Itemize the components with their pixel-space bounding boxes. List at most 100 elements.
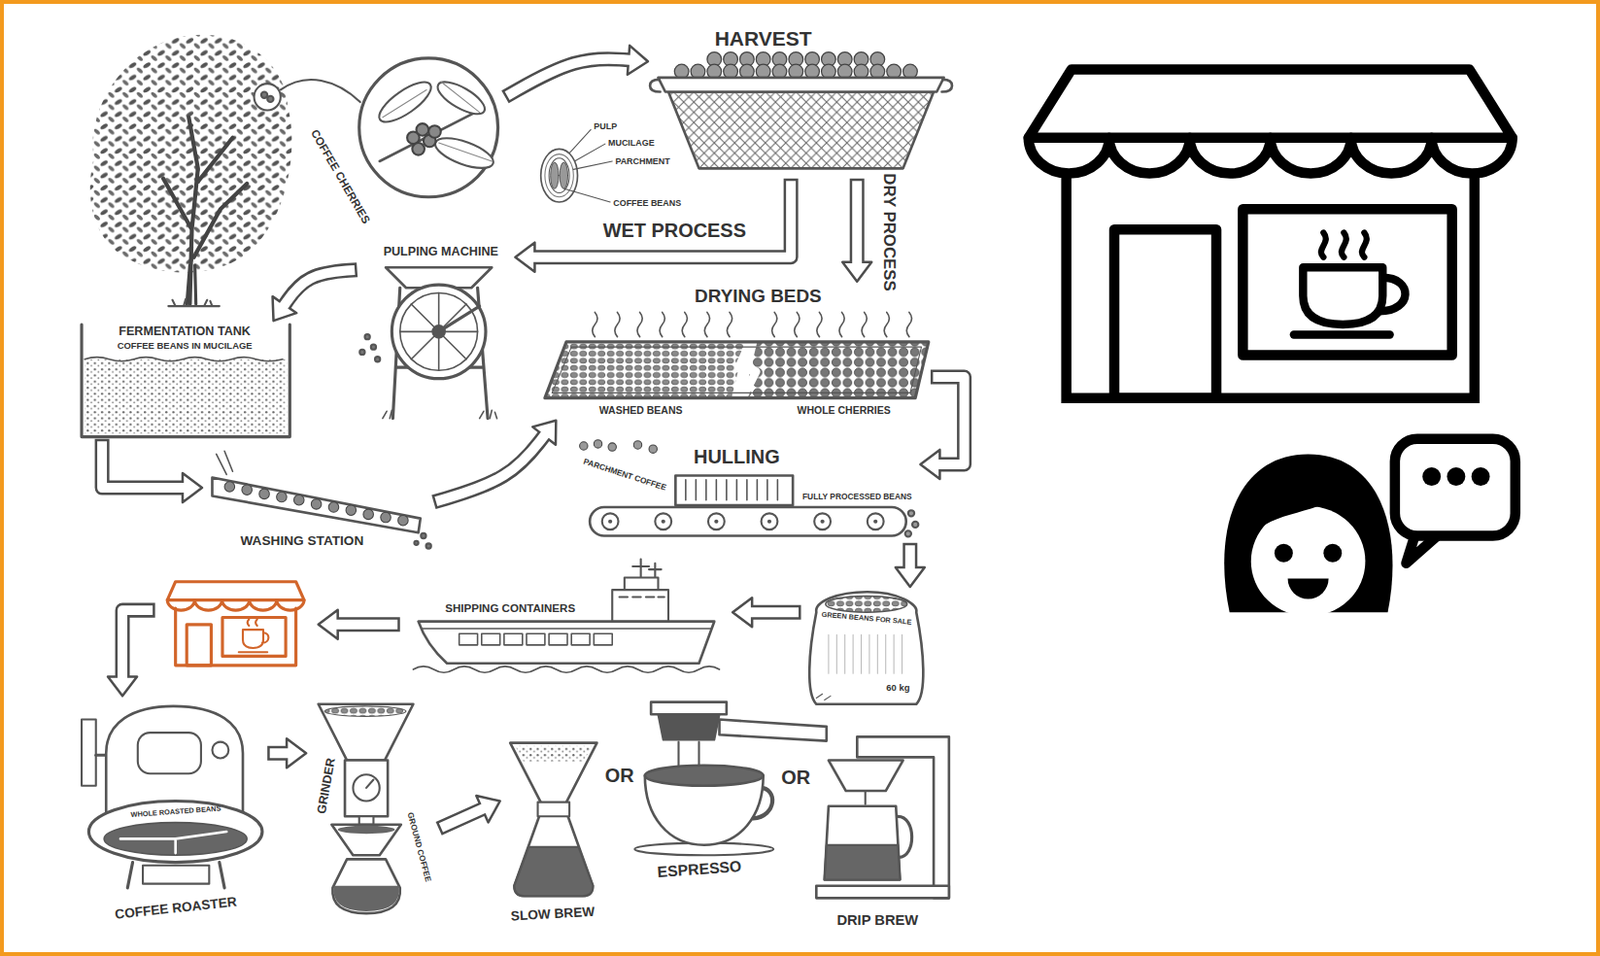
process-arrow (895, 543, 925, 587)
cherries-closeup (382, 81, 492, 162)
hulling-machine (708, 512, 725, 530)
arrow-shaft (433, 436, 545, 503)
fermentation-tank (81, 324, 290, 438)
harvest-basket (657, 77, 944, 93)
cherries-closeup (359, 58, 499, 198)
stage-label: WHOLE CHERRIES (797, 404, 891, 416)
customer-icon (1224, 453, 1393, 616)
washing-station (420, 533, 426, 539)
process-stage: HARVEST (647, 22, 954, 179)
process-arrow (433, 420, 556, 503)
cherries-closeup (411, 142, 425, 156)
slow-brew-flask (510, 743, 597, 897)
cargo-ship (412, 559, 719, 674)
arrow-shaft (270, 748, 291, 758)
arrow-shaft (530, 180, 791, 257)
drying-beds (738, 340, 756, 401)
bean-cross-section (541, 129, 613, 203)
customer-icon (1323, 544, 1342, 563)
green-bean-sack (825, 595, 908, 613)
cargo-ship (504, 633, 523, 646)
customer-icon (1274, 544, 1294, 563)
stage-label: 60 kg (885, 682, 910, 694)
slow-brew-flask (510, 743, 597, 807)
espresso-machine (634, 702, 826, 856)
drying-beds (592, 311, 913, 337)
stage-label: DRIP BREW (836, 912, 919, 929)
stage-label: GROUND COFFEE (404, 811, 432, 884)
pulping-machine (365, 334, 371, 340)
cargo-ship (612, 589, 669, 622)
fermentation-tank (84, 359, 287, 435)
drip-brew-machine (816, 736, 950, 898)
bean-cross-section (564, 129, 613, 203)
stage-label: FULLY PROCESSED BEANS (802, 492, 913, 503)
harvest-basket (674, 52, 918, 79)
coffee-shop-icon (1066, 178, 1475, 399)
hulling-machine (867, 512, 885, 530)
washing-station (413, 541, 418, 545)
hulling-machine (654, 512, 672, 530)
washing-station (345, 505, 357, 516)
harvest-basket (649, 79, 953, 93)
washing-station (363, 509, 375, 520)
stage-label: GRINDER (314, 756, 339, 816)
cargo-ship (593, 633, 613, 646)
slow-brew-flask (513, 806, 593, 896)
coffee-tree (280, 79, 361, 103)
coffee-shop-icon (167, 581, 305, 666)
stage-label: HARVEST (714, 27, 813, 51)
cherries-closeup (359, 58, 499, 198)
coffee-roaster (103, 822, 247, 856)
coffee-grinder (318, 704, 414, 914)
espresso-machine (657, 714, 719, 740)
coffee-roaster (120, 831, 227, 853)
flow-arrow (333, 619, 398, 630)
washing-station (328, 502, 340, 513)
coffee-roaster (127, 862, 225, 888)
part-label: COFFEE BEANS (612, 198, 681, 208)
hulling-machine (685, 479, 779, 501)
coffee-shop-icon (1242, 208, 1452, 355)
stage-label: HULLING (693, 444, 781, 468)
arrow-shaft (282, 270, 355, 308)
process-arrow (102, 439, 203, 503)
process-stage: GREEN BEANS FOR SALE60 kg (801, 586, 929, 707)
process-stage: GRINDER GROUND COFFEE (306, 693, 440, 929)
flow-arrow (122, 610, 156, 677)
arrow-shaft (932, 376, 964, 465)
process-label: DRY PROCESS (879, 171, 898, 294)
pulping-machine (391, 284, 486, 379)
stage-label: DRYING BEDS (694, 285, 822, 307)
speech-bubble (1471, 467, 1491, 486)
process-stage: ESPRESSO (634, 695, 804, 886)
coffee-grinder (338, 825, 396, 834)
coffee-grinder (324, 706, 407, 717)
speech-bubble (1446, 467, 1465, 486)
hulling-machine (579, 442, 588, 450)
coffee-roaster (88, 801, 263, 863)
drip-brew-machine (824, 806, 901, 881)
process-stage: WASHING STATION (202, 448, 434, 553)
hulling-machine (633, 441, 642, 449)
pulping-machine (374, 356, 380, 362)
slow-brew-flask (514, 746, 592, 762)
coffee-shop-icon (222, 616, 286, 656)
coffee-grinder (352, 774, 379, 801)
hulling-machine (661, 519, 666, 524)
process-arrow (842, 178, 872, 282)
pulping-machine (439, 306, 480, 332)
drip-brew-machine (828, 760, 904, 792)
coffee-tree (186, 265, 196, 305)
coffee-roaster (211, 742, 229, 759)
part-label: OR (605, 764, 635, 787)
process-stage: PULPING MACHINE (357, 237, 516, 421)
stage-label: ESPRESSO (656, 857, 743, 882)
flow-arrow (122, 610, 153, 681)
hulling-machine (602, 512, 619, 530)
process-stage: HULLINGPARCHMENT COFFEEFULLY PROCESSED B… (576, 441, 920, 544)
coffee-tree (254, 83, 281, 110)
drip-brew-machine (864, 791, 867, 805)
process-arrow (732, 597, 801, 627)
